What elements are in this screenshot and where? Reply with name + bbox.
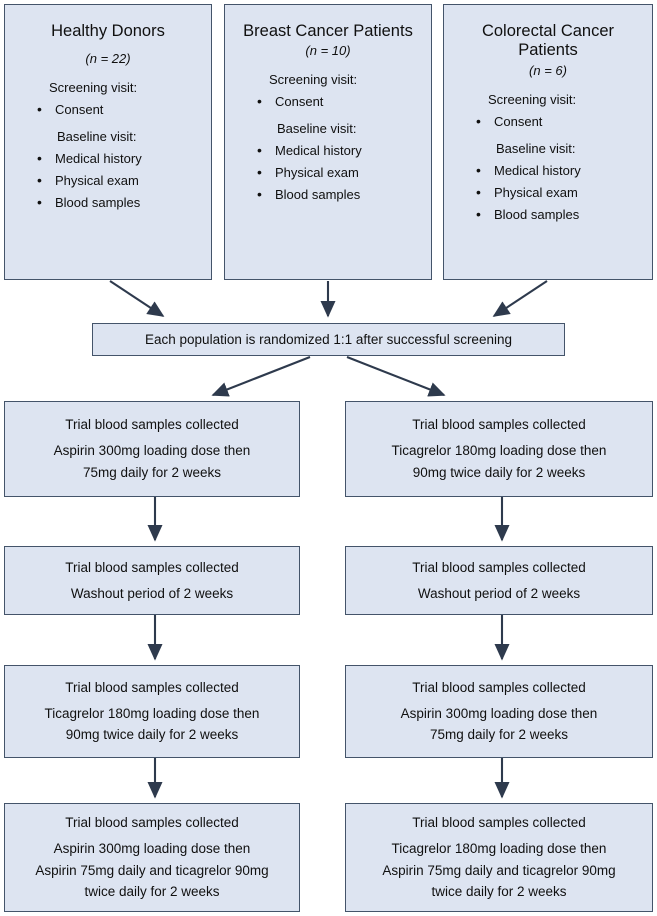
text-line: 90mg twice daily for 2 weeks <box>412 464 586 480</box>
randomisation-text: Each population is randomized 1:1 after … <box>145 332 512 347</box>
right-arm-step-3[interactable]: Trial blood samples collected Aspirin 30… <box>345 665 653 758</box>
text-line: Trial blood samples collected <box>412 559 586 575</box>
left-arm-step-3[interactable]: Trial blood samples collected Ticagrelor… <box>4 665 300 758</box>
list-item: Blood samples <box>255 186 431 202</box>
left-arm-step-1[interactable]: Trial blood samples collected Aspirin 30… <box>4 401 300 497</box>
text-line: Trial blood samples collected <box>412 417 586 433</box>
text-line: twice daily for 2 weeks <box>431 884 567 900</box>
population-box-healthy-donors[interactable]: Healthy Donors (n = 22) Screening visit:… <box>4 4 212 280</box>
text-line: Trial blood samples collected <box>65 679 239 695</box>
text-line: 75mg daily for 2 weeks <box>429 727 569 743</box>
left-arm-step-4[interactable]: Trial blood samples collected Aspirin 30… <box>4 803 300 912</box>
left-arm-step-3-text: Trial blood samples collected Ticagrelor… <box>5 677 299 747</box>
list-item: Blood samples <box>474 206 652 222</box>
list-item: Medical history <box>474 162 652 178</box>
list-item: Medical history <box>35 150 211 166</box>
text-line: Aspirin 300mg loading dose then <box>53 840 251 856</box>
population-sample-size: (n = 22) <box>85 51 131 67</box>
text-line: Trial blood samples collected <box>65 417 239 433</box>
screening-visit-list: Consent <box>5 95 211 117</box>
list-item: Consent <box>255 93 431 109</box>
left-arm-step-1-text: Trial blood samples collected Aspirin 30… <box>5 414 299 484</box>
text-line: Ticagrelor 180mg loading dose then <box>391 840 607 856</box>
text-line: Trial blood samples collected <box>65 814 239 830</box>
text-line: Ticagrelor 180mg loading dose then <box>44 705 260 721</box>
text-line: 75mg daily for 2 weeks <box>82 464 222 480</box>
screening-visit-label: Screening visit: <box>488 91 577 107</box>
right-arm-step-4-text: Trial blood samples collected Ticagrelor… <box>346 812 652 903</box>
text-line: Aspirin 300mg loading dose then <box>53 443 251 459</box>
text-line: Aspirin 300mg loading dose then <box>400 705 598 721</box>
baseline-visit-list: Medical history Physical exam Blood samp… <box>5 144 211 210</box>
right-arm-step-4[interactable]: Trial blood samples collected Ticagrelor… <box>345 803 653 912</box>
list-item: Medical history <box>255 142 431 158</box>
left-arm-step-4-text: Trial blood samples collected Aspirin 30… <box>5 812 299 903</box>
population-sample-size: (n = 10) <box>305 43 351 59</box>
randomisation-box[interactable]: Each population is randomized 1:1 after … <box>92 323 565 356</box>
population-title: Healthy Donors <box>51 22 165 40</box>
baseline-visit-list: Medical history Physical exam Blood samp… <box>225 136 431 202</box>
right-arm-step-1-text: Trial blood samples collected Ticagrelor… <box>346 414 652 484</box>
population-title: Breast Cancer Patients <box>243 22 413 40</box>
list-item: Physical exam <box>255 164 431 180</box>
left-arm-step-2[interactable]: Trial blood samples collected Washout pe… <box>4 546 300 615</box>
text-line: Trial blood samples collected <box>412 679 586 695</box>
population-sample-size: (n = 6) <box>529 62 567 78</box>
right-arm-step-1[interactable]: Trial blood samples collected Ticagrelor… <box>345 401 653 497</box>
baseline-visit-label: Baseline visit: <box>496 140 576 156</box>
text-line: Trial blood samples collected <box>65 559 239 575</box>
text-line: 90mg twice daily for 2 weeks <box>65 727 239 743</box>
text-line: twice daily for 2 weeks <box>84 884 220 900</box>
population-title: Colorectal Cancer Patients <box>481 22 615 60</box>
text-line: Aspirin 75mg daily and ticagrelor 90mg <box>382 862 616 878</box>
right-arm-step-2[interactable]: Trial blood samples collected Washout pe… <box>345 546 653 615</box>
population-box-colorectal-cancer-patients[interactable]: Colorectal Cancer Patients (n = 6) Scree… <box>443 4 653 280</box>
text-line: Washout period of 2 weeks <box>417 585 581 601</box>
list-item: Physical exam <box>474 184 652 200</box>
screening-visit-label: Screening visit: <box>269 72 358 88</box>
screening-visit-list: Consent <box>444 107 652 129</box>
screening-visit-list: Consent <box>225 87 431 109</box>
list-item: Blood samples <box>35 194 211 210</box>
text-line: Trial blood samples collected <box>412 814 586 830</box>
text-line: Aspirin 75mg daily and ticagrelor 90mg <box>35 862 269 878</box>
population-box-breast-cancer-patients[interactable]: Breast Cancer Patients (n = 10) Screenin… <box>224 4 432 280</box>
arrow-randomisation-to-left-arm <box>211 356 311 397</box>
arrow-pop3-to-randomisation <box>492 280 548 317</box>
text-line: Washout period of 2 weeks <box>70 585 234 601</box>
list-item: Consent <box>35 101 211 117</box>
list-item: Consent <box>474 113 652 129</box>
right-arm-step-2-text: Trial blood samples collected Washout pe… <box>346 557 652 605</box>
left-arm-step-2-text: Trial blood samples collected Washout pe… <box>5 557 299 605</box>
baseline-visit-label: Baseline visit: <box>57 129 137 145</box>
arrow-randomisation-to-right-arm <box>346 356 446 397</box>
text-line: Ticagrelor 180mg loading dose then <box>391 443 607 459</box>
baseline-visit-list: Medical history Physical exam Blood samp… <box>444 156 652 222</box>
list-item: Physical exam <box>35 172 211 188</box>
baseline-visit-label: Baseline visit: <box>277 121 357 137</box>
screening-visit-label: Screening visit: <box>49 80 138 96</box>
arrow-pop1-to-randomisation <box>109 280 165 317</box>
right-arm-step-3-text: Trial blood samples collected Aspirin 30… <box>346 677 652 747</box>
